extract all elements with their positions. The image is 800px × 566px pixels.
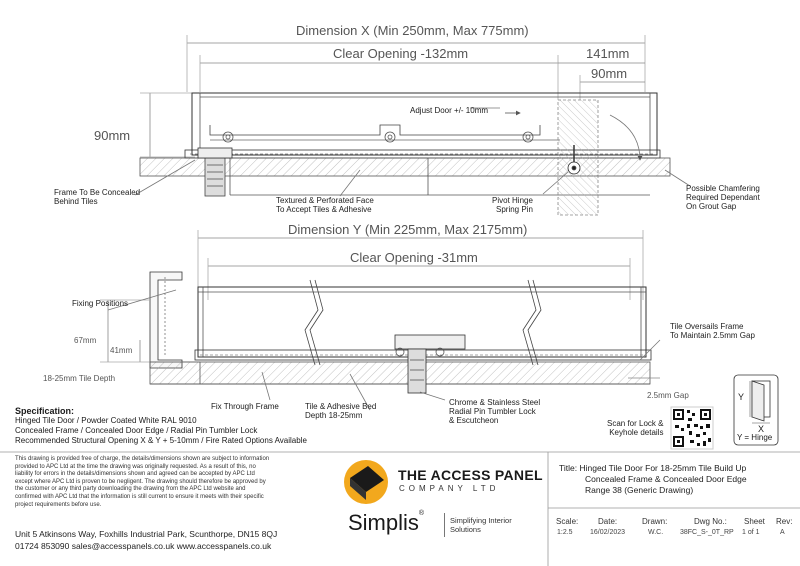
sheet-value: 1 of 1	[742, 529, 760, 536]
logo-divider	[444, 513, 445, 537]
dim-141-label: 141mm	[586, 46, 630, 61]
clear-opening-side-label: Clear Opening -31mm	[350, 250, 478, 265]
rev-label: Rev:	[776, 517, 793, 526]
drawn-value: W.C.	[648, 529, 664, 536]
fixing-positions-label: Fixing Positions	[72, 299, 129, 308]
specification-heading: Specification:	[15, 406, 75, 416]
specification-line: Hinged Tile Door / Powder Coated White R…	[15, 416, 197, 425]
scale-value: 1:2.5	[557, 529, 573, 536]
qr-label: Scan for Lock &Keyhole details	[607, 419, 664, 437]
dim-90-top-label: 90mm	[591, 66, 628, 81]
qr-code[interactable]	[670, 406, 714, 450]
drawing-title: Title: Hinged Tile Door For 18-25mm Tile…	[559, 463, 747, 495]
rev-value: A	[780, 529, 785, 536]
disclaimer: This drawing is provided free of charge,…	[15, 456, 270, 508]
dim-67-label: 67mm	[74, 336, 97, 345]
brand-name: THE ACCESS PANEL	[398, 467, 543, 483]
hinge-key-x: X	[758, 424, 765, 434]
specification-block: Specification: Hinged Tile Door / Powder…	[15, 406, 307, 446]
tile-depth-label: 18-25mm Tile Depth	[43, 374, 116, 383]
hinge-key-caption: Y = Hinge	[737, 433, 773, 442]
dim-90-side-label: 90mm	[94, 128, 131, 143]
address: Unit 5 Atkinsons Way, Foxhills Industria…	[15, 529, 278, 539]
simplis-logo: Simplis®	[348, 510, 425, 535]
date-label: Date:	[598, 517, 618, 526]
brand-subtitle: COMPANY LTD	[399, 484, 500, 493]
drawn-label: Drawn:	[642, 517, 668, 526]
clear-opening-top-label: Clear Opening -132mm	[333, 46, 469, 61]
sheet-label: Sheet	[744, 517, 765, 526]
specification-line: Recommended Structural Opening X & Y + 5…	[15, 436, 307, 445]
hinge-key-y: Y	[738, 392, 745, 402]
company-logo-icon	[344, 460, 388, 504]
contact-line: 01724 853090 sales@accesspanels.co.uk ww…	[15, 541, 272, 551]
adjust-door-label: Adjust Door +/- 10mm	[410, 106, 489, 115]
dimension-y-label: Dimension Y (Min 225mm, Max 2175mm)	[288, 222, 528, 237]
gap-label: 2.5mm Gap	[647, 391, 689, 400]
side-view	[100, 230, 661, 411]
dim-41-label: 41mm	[110, 346, 133, 355]
specification-line: Concealed Frame / Concealed Door Edge / …	[15, 426, 258, 435]
dimension-x-label: Dimension X (Min 250mm, Max 775mm)	[296, 23, 529, 38]
fix-through-frame-label: Fix Through Frame	[211, 402, 279, 411]
date-value: 16/02/2023	[590, 529, 626, 536]
title-block-frame	[0, 451, 800, 566]
hinge-key-diagram	[733, 374, 779, 446]
scale-label: Scale:	[556, 517, 579, 526]
dwg-no-value: 38FC_S-_0T_RP	[680, 529, 734, 536]
dwg-no-label: Dwg No.:	[694, 517, 727, 526]
top-view	[134, 35, 691, 216]
